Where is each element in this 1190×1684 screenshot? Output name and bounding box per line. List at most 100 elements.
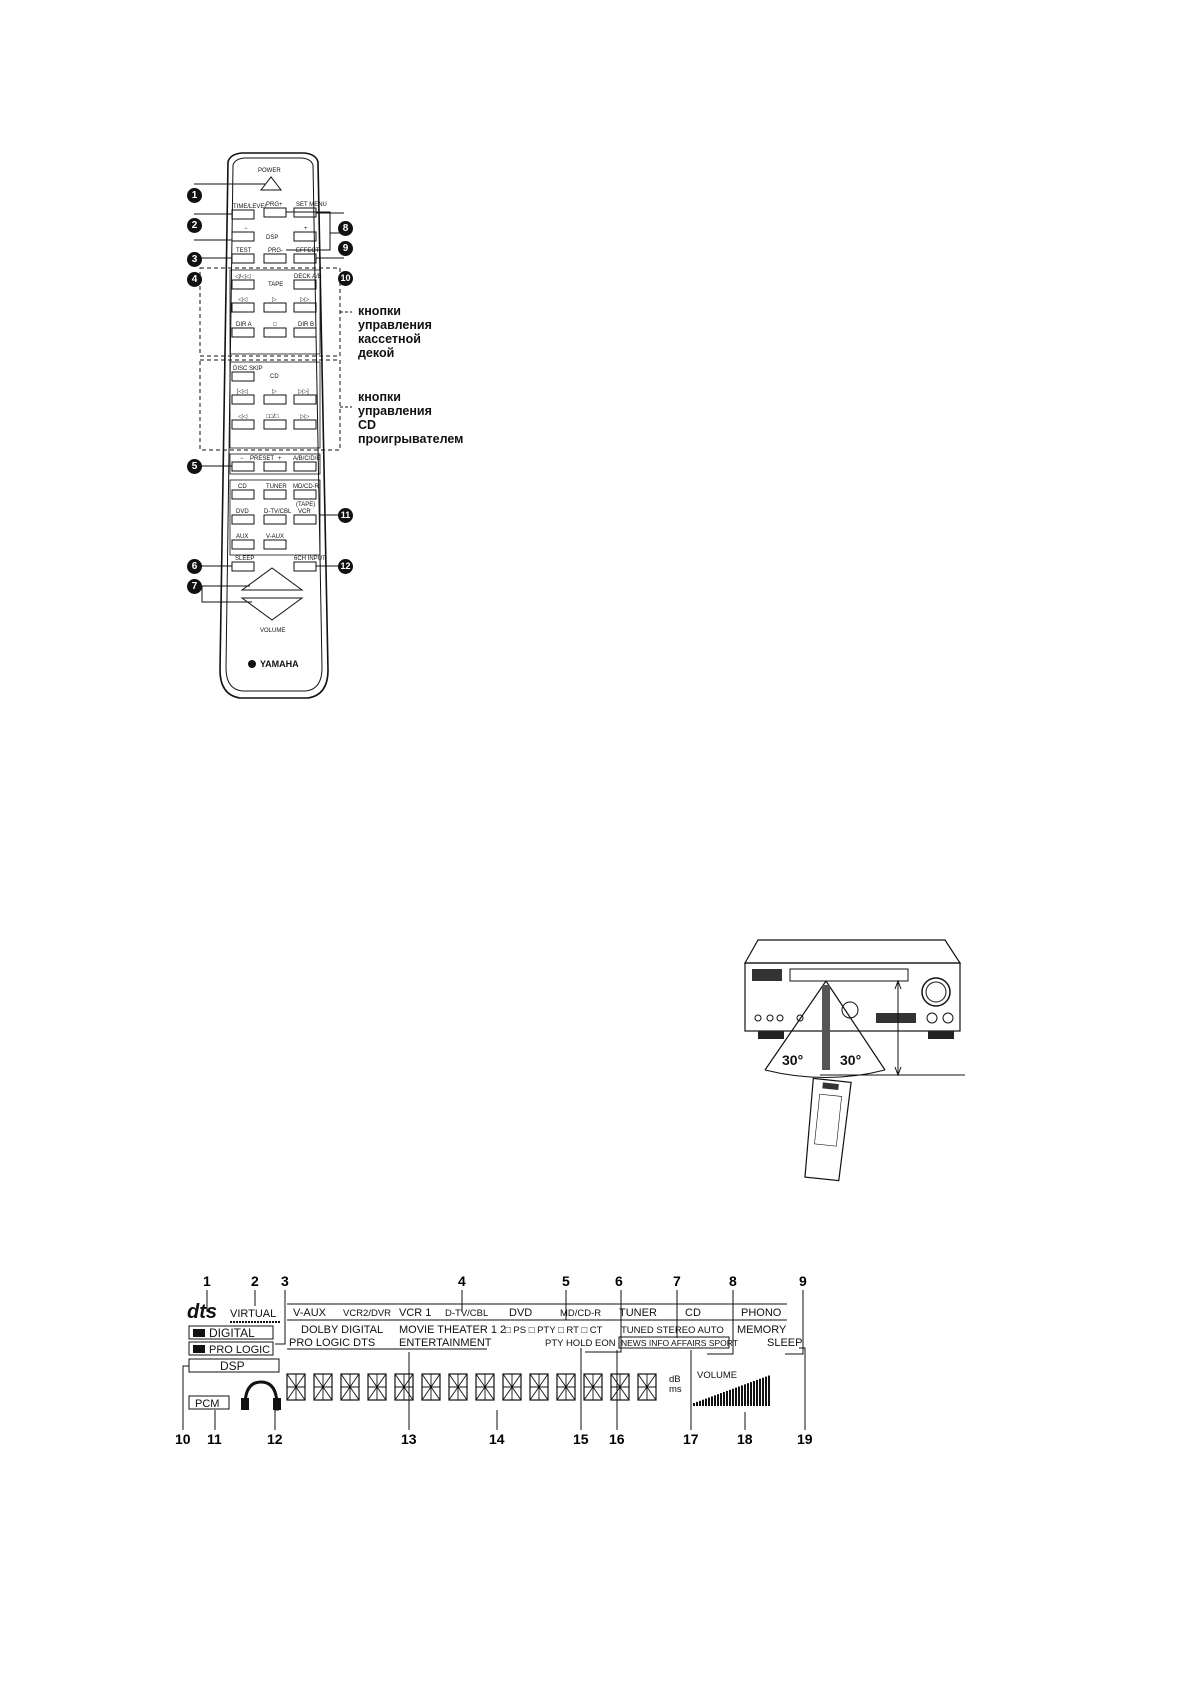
volume-knob-icon: [921, 977, 951, 1007]
volume-meter-label: VOLUME: [697, 1370, 737, 1381]
abcde-button[interactable]: [293, 461, 317, 472]
volume-bar: [711, 1396, 713, 1406]
display-num-13: 13: [401, 1431, 417, 1447]
front-display-diagram: 1 2 3 4 5 6 7 8 9 dts VIRTUAL DIGITAL PR…: [175, 1273, 813, 1447]
tape-stop-button[interactable]: [263, 327, 287, 338]
sleep-button[interactable]: [231, 561, 255, 572]
tape-play-button[interactable]: [263, 302, 287, 313]
display-num-6: 6: [615, 1273, 623, 1289]
dir-b-button[interactable]: [293, 327, 317, 338]
prg-minus-button[interactable]: [263, 253, 287, 264]
segment-char: [448, 1373, 468, 1401]
display-num-18: 18: [737, 1431, 753, 1447]
input-vaux-button[interactable]: [263, 539, 287, 550]
tape-dir-button[interactable]: [231, 279, 255, 290]
volume-meter: [693, 1375, 770, 1406]
cd-rew-button[interactable]: [231, 419, 255, 430]
volume-up-button[interactable]: [240, 567, 304, 591]
dir-a-label: DIR A: [236, 322, 252, 328]
input-mdcdr-button[interactable]: [293, 489, 317, 500]
preset-minus-button[interactable]: [231, 461, 255, 472]
display-num-9: 9: [799, 1273, 807, 1289]
tape-rew-button[interactable]: [231, 302, 255, 313]
segment-char: [475, 1373, 495, 1401]
display-num-10: 10: [175, 1431, 191, 1447]
power-label: POWER: [258, 168, 281, 174]
input-tuner: TUNER: [619, 1307, 657, 1319]
dsp-minus-label: −: [244, 226, 248, 232]
deck-ab-label: DECK A/B: [294, 274, 322, 280]
virtual-indicator: VIRTUAL: [230, 1308, 276, 1320]
input-indicators: V-AUX VCR2/DVR VCR 1 D-TV/CBL DVD MD/CD-…: [293, 1307, 782, 1319]
display-num-14: 14: [489, 1431, 505, 1447]
callout-10: 10: [338, 271, 353, 286]
preset-plus-button[interactable]: [263, 461, 287, 472]
input-aux-button[interactable]: [231, 539, 255, 550]
movie-theater-indicator: MOVIE THEATER 1 2: [399, 1324, 506, 1336]
volume-bar: [708, 1397, 710, 1406]
test-button[interactable]: [231, 253, 255, 264]
display-num-2: 2: [251, 1273, 259, 1289]
volume-label: VOLUME: [260, 628, 285, 634]
input-tuner-button[interactable]: [263, 489, 287, 500]
cd-pause-button[interactable]: [263, 419, 287, 430]
cd-play-label: ▷: [272, 389, 277, 395]
callout-4: 4: [187, 272, 202, 287]
display-num-4: 4: [458, 1273, 466, 1289]
input-cd-button[interactable]: [231, 489, 255, 500]
cd-rew-label: ◁◁: [238, 414, 248, 420]
volume-down-button[interactable]: [240, 597, 304, 621]
input-dtvcbl-button[interactable]: [263, 514, 287, 525]
tape-ff-button[interactable]: [293, 302, 317, 313]
time-level-button[interactable]: [231, 209, 255, 220]
disc-skip-button[interactable]: [231, 371, 255, 382]
dsp-label: DSP: [266, 235, 278, 241]
cd-prev-button[interactable]: [231, 394, 255, 405]
input-v-aux: V-AUX: [293, 1307, 327, 1319]
display-num-19: 19: [797, 1431, 813, 1447]
power-button[interactable]: [259, 176, 283, 191]
input-vaux-label: V-AUX: [266, 534, 284, 540]
tape-label: TAPE: [268, 282, 283, 288]
input-dvd-label: DVD: [236, 509, 249, 515]
preset-plus-label: +: [278, 456, 282, 462]
angle-left: 30°: [782, 1052, 803, 1068]
callout-12: 12: [338, 559, 353, 574]
deck-ab-button[interactable]: [293, 279, 317, 290]
display-num-12: 12: [267, 1431, 283, 1447]
volume-bar: [723, 1392, 725, 1406]
dsp-plus-label: +: [304, 226, 308, 232]
volume-bar: [732, 1388, 734, 1406]
input-cd: CD: [685, 1307, 701, 1319]
pro-logic-indicator-box: [188, 1341, 274, 1356]
effect-button[interactable]: [293, 253, 317, 264]
tape-rew-label: ◁◁: [238, 297, 248, 303]
cd-ff-button[interactable]: [293, 419, 317, 430]
segment-char: [313, 1373, 333, 1401]
volume-bar: [765, 1376, 767, 1406]
db-indicator: dB: [669, 1374, 681, 1385]
dir-a-button[interactable]: [231, 327, 255, 338]
cd-play-button[interactable]: [263, 394, 287, 405]
preset-label: PRESET: [250, 456, 274, 462]
sixch-input-button[interactable]: [293, 561, 317, 572]
display-num-15: 15: [573, 1431, 589, 1447]
input-dvd-button[interactable]: [231, 514, 255, 525]
cd-prev-label: |◁◁: [237, 389, 248, 395]
callout-2: 2: [187, 218, 202, 233]
tape-play-label: ▷: [272, 297, 277, 303]
input-vcr-button[interactable]: [293, 514, 317, 525]
segment-char: [556, 1373, 576, 1401]
segment-char: [286, 1373, 306, 1401]
prg-minus-label: PRG-: [268, 248, 283, 254]
display-num-3: 3: [281, 1273, 289, 1289]
callout-8: 8: [338, 221, 353, 236]
callout-6: 6: [187, 559, 202, 574]
input-tuner-label: TUNER: [266, 484, 287, 490]
cd-ff-label: ▷▷: [300, 414, 310, 420]
dsp-plus-button[interactable]: [293, 231, 317, 242]
pro-logic-indicator: PRO LOGIC: [209, 1344, 270, 1356]
cd-next-button[interactable]: [293, 394, 317, 405]
dsp-minus-button[interactable]: [231, 231, 255, 242]
set-menu-label: SET MENU: [296, 202, 327, 208]
